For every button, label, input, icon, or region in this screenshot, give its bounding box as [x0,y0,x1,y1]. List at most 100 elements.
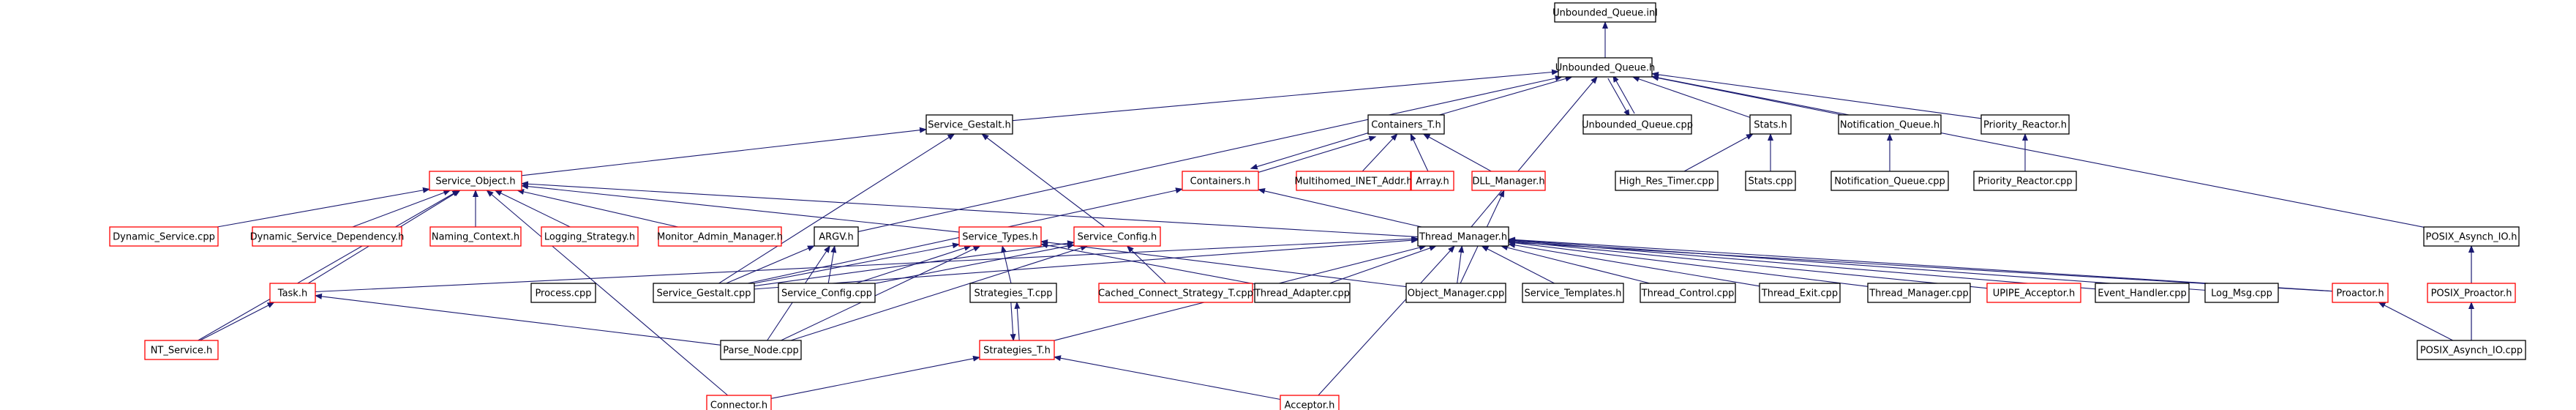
node-label: Monitor_Admin_Manager.h [657,232,783,243]
node-label: Multihomed_INET_Addr.h [1294,176,1412,187]
node-nc-h[interactable]: Naming_Context.h [429,226,522,247]
node-box [1986,283,2081,303]
node-label: High_Res_Timer.cpp [1619,176,1714,187]
node-label: Unbounded_Queue.cpp [1582,120,1693,131]
node-box [2332,283,2389,303]
node-ds-cpp[interactable]: Dynamic_Service.cpp [109,226,219,247]
node-uq-h[interactable]: Unbounded_Queue.h [1555,57,1656,78]
node-dll-h[interactable]: DLL_Manager.h [1471,171,1546,191]
edge-tm_cpp-to-tm_h [1508,239,1869,287]
node-box [1973,171,2077,191]
edge-proactor_h-to-tm_h [1508,236,2333,292]
node-label: Stats.cpp [1749,176,1793,187]
node-uq-inl[interactable]: Unbounded_Queue.inl [1552,2,1658,23]
edge-acc_h-to-tm_h [1318,245,1455,396]
node-acc-h[interactable]: Acceptor.h [1280,395,1340,410]
node-sc-h[interactable]: Service_Config.h [1073,226,1161,247]
node-sc-cpp[interactable]: Service_Config.cpp [778,283,876,303]
node-box [2423,226,2520,247]
node-box [1296,171,1411,191]
node-stt-cpp[interactable]: Strategies_T.cpp [969,283,1057,303]
node-nq-h[interactable]: Notification_Queue.h [1838,114,1942,135]
node-hrt-cpp[interactable]: High_Res_Timer.cpp [1615,171,1719,191]
node-box [1073,226,1161,247]
node-upipe-h[interactable]: UPIPE_Acceptor.h [1986,283,2081,303]
node-label: Object_Manager.cpp [1408,288,1504,299]
node-uq-cpp[interactable]: Unbounded_Queue.cpp [1582,114,1693,135]
node-pp-h[interactable]: POSIX_Proactor.h [2427,283,2516,303]
node-argv-h[interactable]: ARGV.h [814,226,859,247]
node-label: Service_Gestalt.cpp [657,288,751,299]
node-arr-h[interactable]: Array.h [1411,171,1454,191]
node-sth-h[interactable]: Strategies_T.h [979,340,1055,360]
node-ta-cpp[interactable]: Thread_Adapter.cpp [1254,283,1351,303]
node-box [541,226,639,247]
node-tm-h[interactable]: Thread_Manager.h [1417,226,1509,247]
node-task-h[interactable]: Task.h [269,283,316,303]
node-box [658,226,782,247]
node-nts-h[interactable]: NT_Service.h [144,340,219,360]
node-box [814,226,859,247]
node-sg-cpp[interactable]: Service_Gestalt.cpp [653,283,755,303]
edge-om_cpp-to-tm_h [1457,245,1465,284]
node-label: Service_Object.h [435,176,515,187]
node-st-h[interactable]: Service_Types.h [958,226,1042,247]
edge-tm_h-to-cont_h [1258,188,1422,228]
edge-stats_h-to-uq_h [1631,76,1751,118]
node-te-cpp[interactable]: Thread_Exit.cpp [1759,283,1841,303]
node-cont-h[interactable]: Containers.h [1182,171,1259,191]
node-proactor-h[interactable]: Proactor.h [2332,283,2389,303]
edge-uq_cpp-to-uq_h [1612,75,1635,114]
node-tc-cpp[interactable]: Thread_Control.cpp [1640,283,1736,303]
node-so-h[interactable]: Service_Object.h [429,171,522,191]
node-pr-h[interactable]: Priority_Reactor.h [1980,114,2070,135]
node-ccst-cpp[interactable]: Cached_Connect_Strategy_T.cpp [1098,283,1253,303]
node-pai-cpp[interactable]: POSIX_Asynch_IO.cpp [2417,340,2526,360]
node-label: Array.h [1416,176,1449,187]
node-box [429,226,522,247]
edge-lm_cpp-to-tm_h [1508,237,2206,291]
node-stats-h[interactable]: Stats.h [1749,114,1792,135]
node-box [1640,283,1736,303]
edge-mam_h-to-so_h [517,189,678,228]
node-box [706,395,772,410]
node-ct-h[interactable]: Containers_T.h [1367,114,1445,135]
node-label: Unbounded_Queue.h [1555,63,1656,74]
node-box [958,226,1042,247]
node-dsd-h[interactable]: Dynamic_Service_Dependency.h [250,226,405,247]
edge-sc_cpp-to-sc_h [874,243,1075,284]
node-conn-h[interactable]: Connector.h [706,395,772,410]
node-box [2095,283,2190,303]
node-pr-cpp[interactable]: Priority_Reactor.cpp [1973,171,2077,191]
node-mam-h[interactable]: Monitor_Admin_Manager.h [657,226,783,247]
node-label: Service_Config.h [1078,232,1157,243]
node-box [720,340,802,360]
node-label: Thread_Manager.h [1419,232,1507,243]
node-om-cpp[interactable]: Object_Manager.cpp [1405,283,1506,303]
node-eh-cpp[interactable]: Event_Handler.cpp [2095,283,2190,303]
node-tm-cpp[interactable]: Thread_Manager.cpp [1867,283,1971,303]
node-mia-h[interactable]: Multihomed_INET_Addr.h [1294,171,1413,191]
node-nq-cpp[interactable]: Notification_Queue.cpp [1830,171,1949,191]
node-label: Cached_Connect_Strategy_T.cpp [1098,288,1253,299]
node-label: Acceptor.h [1285,400,1335,410]
edge-dll_h-to-ct_h [1422,133,1492,172]
edge-pn_cpp-to-sc_h [790,245,1089,341]
node-label: Thread_Adapter.cpp [1254,288,1350,299]
node-box [2427,283,2516,303]
node-lm-cpp[interactable]: Log_Msg.cpp [2204,283,2279,303]
edge-tc_cpp-to-tm_h [1500,245,1651,284]
node-stats-cpp[interactable]: Stats.cpp [1745,171,1796,191]
edge-te_cpp-to-tm_h [1508,242,1760,287]
node-proc-cpp[interactable]: Process.cpp [530,283,596,303]
node-ls-h[interactable]: Logging_Strategy.h [541,226,639,247]
node-stm-h[interactable]: Service_Templates.h [1522,283,1624,303]
node-box [530,283,596,303]
node-pai-h[interactable]: POSIX_Asynch_IO.h [2423,226,2520,247]
edge-mia_h-to-ct_h [1362,133,1398,172]
node-box [969,283,1057,303]
edge-hrt_cpp-to-stats_h [1683,133,1754,172]
node-box [1830,171,1949,191]
node-sg-h[interactable]: Service_Gestalt.h [925,114,1013,135]
node-pn-cpp[interactable]: Parse_Node.cpp [720,340,802,360]
